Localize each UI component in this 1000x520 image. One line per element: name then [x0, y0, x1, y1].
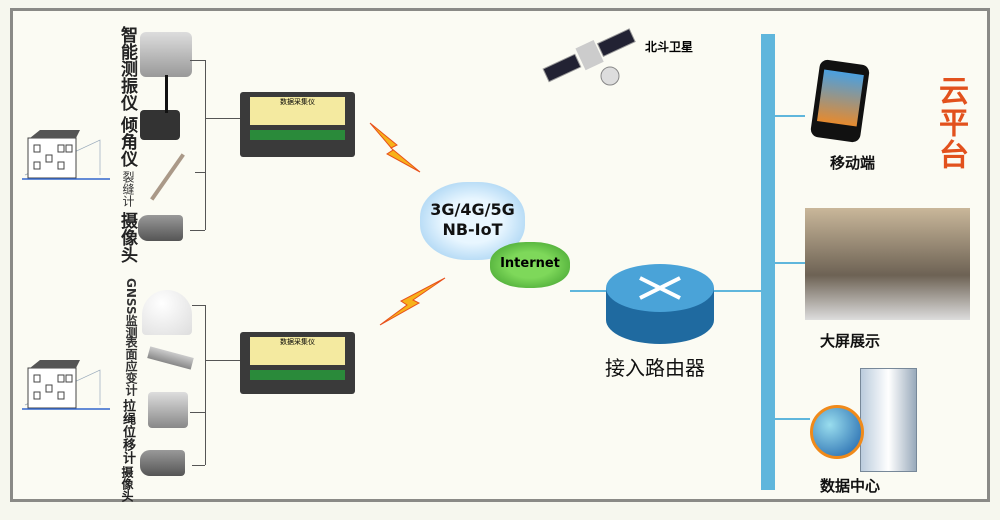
inclinometer-image [140, 110, 180, 140]
gnss-antenna-image [142, 290, 192, 335]
connector [205, 118, 243, 119]
network-3g4g5g: 3G/4G/5G [430, 200, 515, 219]
internet-label: Internet [500, 256, 560, 271]
bus-branch [775, 115, 805, 117]
draw-wire-sensor-image [148, 392, 188, 428]
building-sketch-2 [20, 330, 110, 425]
collector-label: 数据采集仪 [250, 337, 345, 365]
connector [205, 60, 206, 230]
connector [205, 360, 243, 361]
terminal-block [250, 130, 345, 140]
sensor-label: 拉绳位移计 [120, 399, 135, 464]
big-screen-image [805, 208, 970, 320]
output-label-mobile: 移动端 [830, 154, 876, 172]
bus-branch [775, 262, 805, 264]
sensor-label: 摄像头 [120, 466, 134, 502]
router-icon [606, 264, 714, 344]
sensor-label: 倾角仪 [117, 116, 137, 167]
output-label-datacenter: 数据中心 [820, 477, 881, 495]
cloud-platform-title: 云平台 [933, 75, 968, 171]
bus-branch [775, 418, 810, 420]
sensor-label: 表面应变计 [124, 336, 138, 396]
data-collector-1: 数据采集仪 [240, 92, 355, 157]
data-center-server-image [860, 368, 917, 472]
network-nbiot: NB-IoT [442, 220, 503, 239]
output-label-screen: 大屏展示 [820, 332, 881, 350]
terminal-block [250, 370, 345, 380]
wireless-signal-icon [379, 277, 446, 326]
connector [190, 412, 205, 413]
satellite-label: 北斗卫星 [645, 40, 694, 54]
camera-image [138, 215, 183, 241]
data-collector-2: 数据采集仪 [240, 332, 355, 394]
antenna [165, 75, 168, 113]
internet-cloud [490, 242, 570, 288]
satellite-icon [542, 28, 636, 86]
collector-label: 数据采集仪 [250, 97, 345, 125]
network-bus [761, 34, 775, 490]
globe-icon [810, 405, 864, 459]
vibration-sensor-image [140, 32, 192, 77]
sensor-label: 裂缝计 [121, 171, 135, 207]
connector [190, 230, 205, 231]
connector [205, 305, 206, 465]
connector [192, 465, 205, 466]
connector [190, 60, 205, 61]
wireless-signal-icon [369, 122, 421, 173]
sensor-label: 智能测振仪 [117, 26, 137, 111]
router-label: 接入路由器 [605, 356, 705, 380]
sensor-label: GNSS监测 [124, 278, 138, 339]
sensor-label: 摄像头 [117, 212, 137, 263]
building-sketch-1 [20, 100, 110, 195]
connector [192, 305, 205, 306]
camera-image [140, 450, 185, 476]
connector [195, 172, 205, 173]
